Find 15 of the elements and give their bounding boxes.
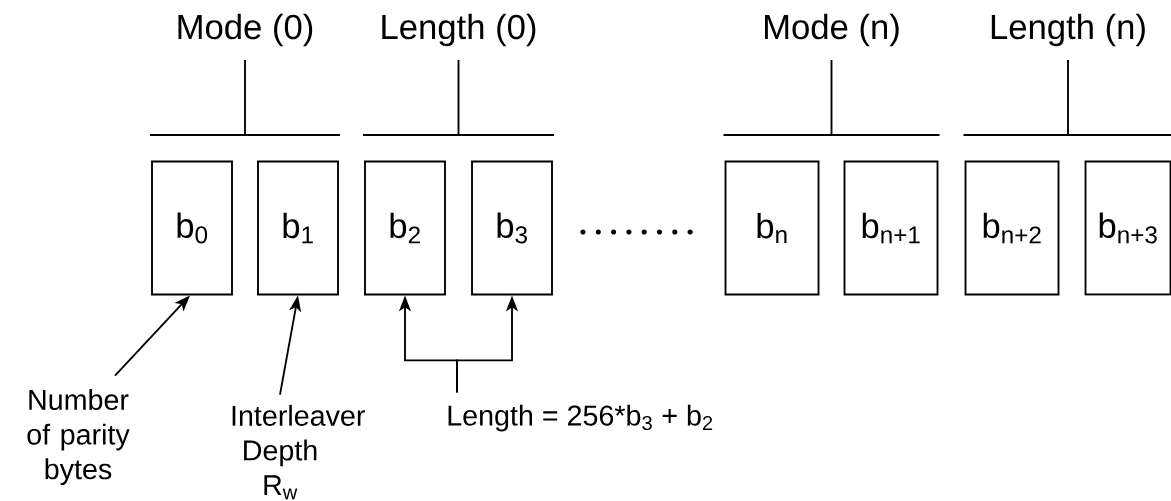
annotation-text: Length = 256*b$_{3}$ + b$_{2}$ <box>448 404 713 432</box>
byte-box: b$_{2}$ <box>364 160 446 296</box>
byte-box: b$_{n+2}$ <box>964 160 1060 296</box>
byte-box: b$_{n}$ <box>724 160 820 296</box>
heading-label: Length (n) <box>991 13 1145 47</box>
heading-label: Mode (0) <box>178 13 313 47</box>
byte-box: b$_{n+3}$ <box>1084 160 1171 296</box>
byte-box: b$_{3}$ <box>471 160 553 296</box>
byte-box: b$_{n+1}$ <box>843 160 939 296</box>
annotation-text: Interleaver Depth R$_{w}$ <box>232 404 365 500</box>
annotation-text: Number of parity bytes <box>27 389 130 486</box>
byte-box: b$_{1}$ <box>257 160 339 296</box>
heading-label: Length (0) <box>382 13 536 47</box>
heading-label: Mode (n) <box>765 13 899 47</box>
byte-box: b$_{0}$ <box>151 160 233 296</box>
